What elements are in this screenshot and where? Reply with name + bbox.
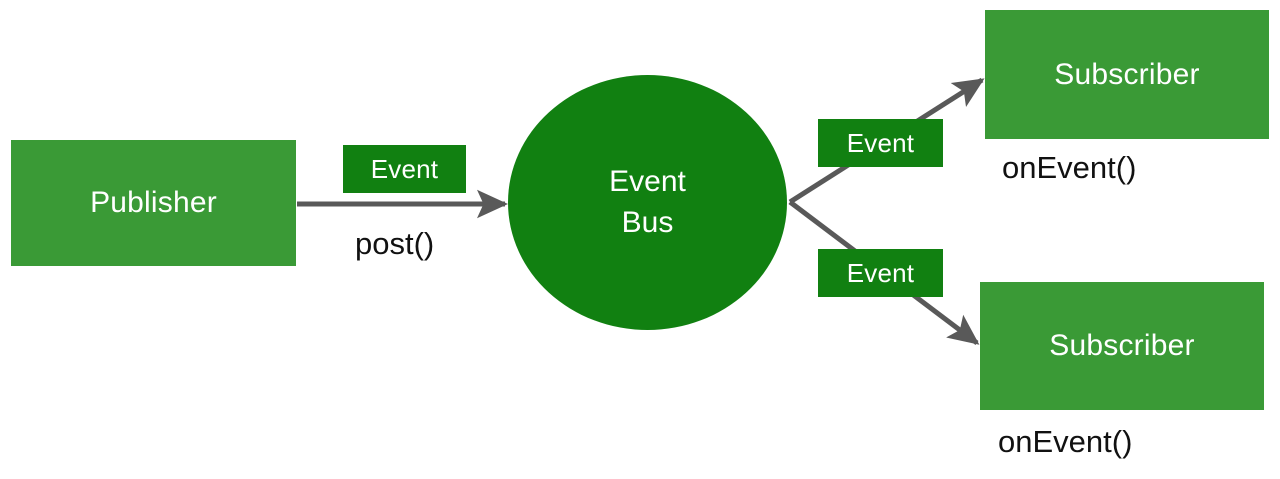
edge-label-on-event-top: onEvent() (1002, 150, 1136, 186)
tag-event-publish: Event (343, 145, 466, 193)
node-subscriber-top[interactable]: Subscriber (985, 10, 1269, 139)
edge-label-on-event-bottom-text: onEvent() (998, 424, 1133, 459)
node-publisher-label: Publisher (90, 186, 217, 219)
edge-label-on-event-top-text: onEvent() (1002, 150, 1137, 185)
edge-label-on-event-bottom: onEvent() (998, 424, 1132, 460)
edge-label-post-text: post() (355, 226, 435, 261)
tag-event-to-subscriber-bottom: Event (818, 249, 943, 297)
edge-label-post: post() (355, 226, 434, 262)
node-publisher[interactable]: Publisher (11, 140, 296, 266)
node-subscriber-top-label: Subscriber (1054, 57, 1200, 91)
tag-event-to-subscriber-top-label: Event (846, 127, 915, 158)
node-event-bus-label-line1: Event (609, 165, 686, 198)
tag-event-publish-label: Event (370, 153, 439, 184)
node-subscriber-bottom-label: Subscriber (1049, 329, 1195, 362)
node-event-bus-label-line2: Bus (621, 205, 674, 239)
node-event-bus[interactable]: Event Bus (508, 75, 787, 330)
node-subscriber-bottom[interactable]: Subscriber (980, 282, 1264, 410)
tag-event-to-subscriber-top: Event (818, 119, 943, 167)
tag-event-to-subscriber-bottom-label: Event (846, 257, 915, 288)
